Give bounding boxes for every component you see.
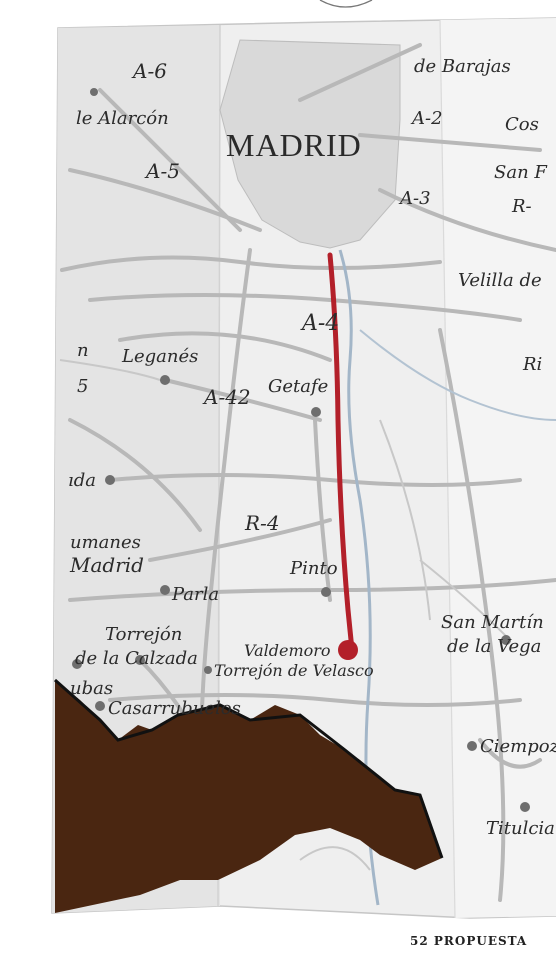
route-line: [327, 252, 355, 653]
place-label-umanes: umanes: [70, 532, 141, 553]
page-footer: 52 PROPUESTA: [410, 934, 528, 948]
route-end-marker: [338, 640, 358, 660]
road-label-a2: A-2: [410, 108, 443, 129]
place-label-san-martin: San Martín: [441, 612, 544, 633]
place-label-n: n: [77, 340, 89, 361]
terrain-area: [55, 680, 442, 913]
fold-shadow-left: [52, 25, 220, 913]
road-label-a3: A-3: [398, 188, 431, 209]
fold-shadow-right: [440, 18, 556, 918]
madrid-urban-area: [219, 39, 401, 249]
river-branch: [359, 329, 556, 421]
road-label-a4: A-4: [300, 311, 339, 336]
place-label-de-la-vega: de la Vega: [447, 636, 541, 657]
place-label-parla: Parla: [171, 584, 219, 605]
road-label-r4: R-4: [244, 511, 280, 535]
place-label-san-f: San F: [494, 162, 548, 183]
place-label-torrejon-de-velasco: Torrejón de Velasco: [214, 661, 374, 680]
place-label-5: 5: [77, 376, 88, 397]
place-label-ida: ıda: [68, 470, 96, 491]
place-label-ri: Ri: [522, 354, 542, 375]
place-label-madrid: Madrid: [69, 553, 144, 577]
place-label-valdemoro: Valdemoro: [244, 641, 331, 660]
place-label-de-barajas: de Barajas: [414, 56, 511, 77]
road-network: [60, 43, 556, 902]
compass-circle: [319, 0, 373, 8]
road-label-r: R-: [511, 196, 532, 217]
place-label-leganes: Leganés: [121, 346, 198, 367]
place-label-ciempoz: Ciempoz: [480, 736, 556, 757]
road-label-a42: A-42: [202, 385, 251, 409]
place-label-titulcia: Titulcia: [486, 818, 555, 839]
city-label-madrid: MADRID: [226, 127, 362, 163]
place-label-casarrubuelos: Casarrubuelos: [108, 698, 241, 719]
terrain-edge: [54, 678, 444, 859]
fold-line: [439, 19, 456, 919]
place-label-de-la-calzada: de la Calzada: [75, 648, 198, 669]
place-label-le-alarcon: le Alarcón: [76, 108, 169, 129]
place-label-velilla-de: Velilla de: [458, 270, 542, 291]
place-label-pinto: Pinto: [289, 558, 338, 579]
place-label-torrejon: Torrejón: [105, 624, 182, 645]
place-label-getafe: Getafe: [268, 376, 328, 397]
road-label-a5: A-5: [144, 159, 180, 183]
road-label-a6: A-6: [131, 59, 167, 83]
place-label-ubas: ubas: [70, 678, 113, 699]
place-dots: [72, 88, 530, 812]
place-label-cos: Cos: [505, 114, 539, 135]
